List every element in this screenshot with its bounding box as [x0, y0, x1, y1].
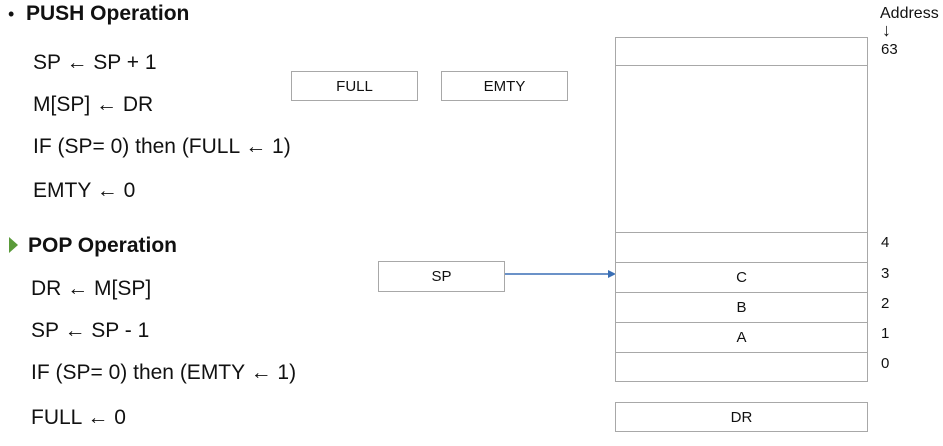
memory-cell-3: C: [615, 262, 868, 293]
push-line-2: M[SP] ← DR: [33, 93, 154, 116]
memory-cell-gap: [615, 65, 868, 233]
address-label-63: 63: [881, 41, 898, 58]
dr-register: DR: [615, 402, 868, 432]
sp-pointer-arrow: [505, 270, 616, 278]
address-label-1: 1: [881, 325, 890, 342]
pop-line-4: FULL ← 0: [31, 406, 126, 429]
memory-cell-63: [615, 37, 868, 66]
address-title: Address: [880, 5, 939, 22]
pop-heading: POP Operation: [28, 234, 177, 257]
sp-register: SP: [378, 261, 505, 292]
bullet-arrow-icon: [9, 237, 18, 253]
pop-line-3: IF (SP= 0) then (EMTY ← 1): [31, 361, 297, 384]
address-label-3: 3: [881, 265, 890, 282]
down-arrow-icon: ↓: [882, 20, 891, 40]
pop-line-2: SP ← SP - 1: [31, 319, 150, 342]
pop-line-1: DR ← M[SP]: [31, 277, 152, 300]
push-heading: PUSH Operation: [26, 2, 190, 25]
push-line-3: IF (SP= 0) then (FULL ← 1): [33, 135, 291, 158]
address-label-0: 0: [881, 355, 890, 372]
push-line-4: EMTY ← 0: [33, 179, 136, 202]
address-label-4: 4: [881, 234, 890, 251]
push-line-1: SP ← SP + 1: [33, 51, 157, 74]
memory-cell-2: B: [615, 292, 868, 323]
address-label-2: 2: [881, 295, 890, 312]
memory-cell-4: [615, 232, 868, 263]
memory-cell-1: A: [615, 322, 868, 353]
memory-cell-0: [615, 352, 868, 382]
full-flag-register: FULL: [291, 71, 418, 101]
bullet-dot: •: [8, 4, 15, 24]
emty-flag-register: EMTY: [441, 71, 568, 101]
